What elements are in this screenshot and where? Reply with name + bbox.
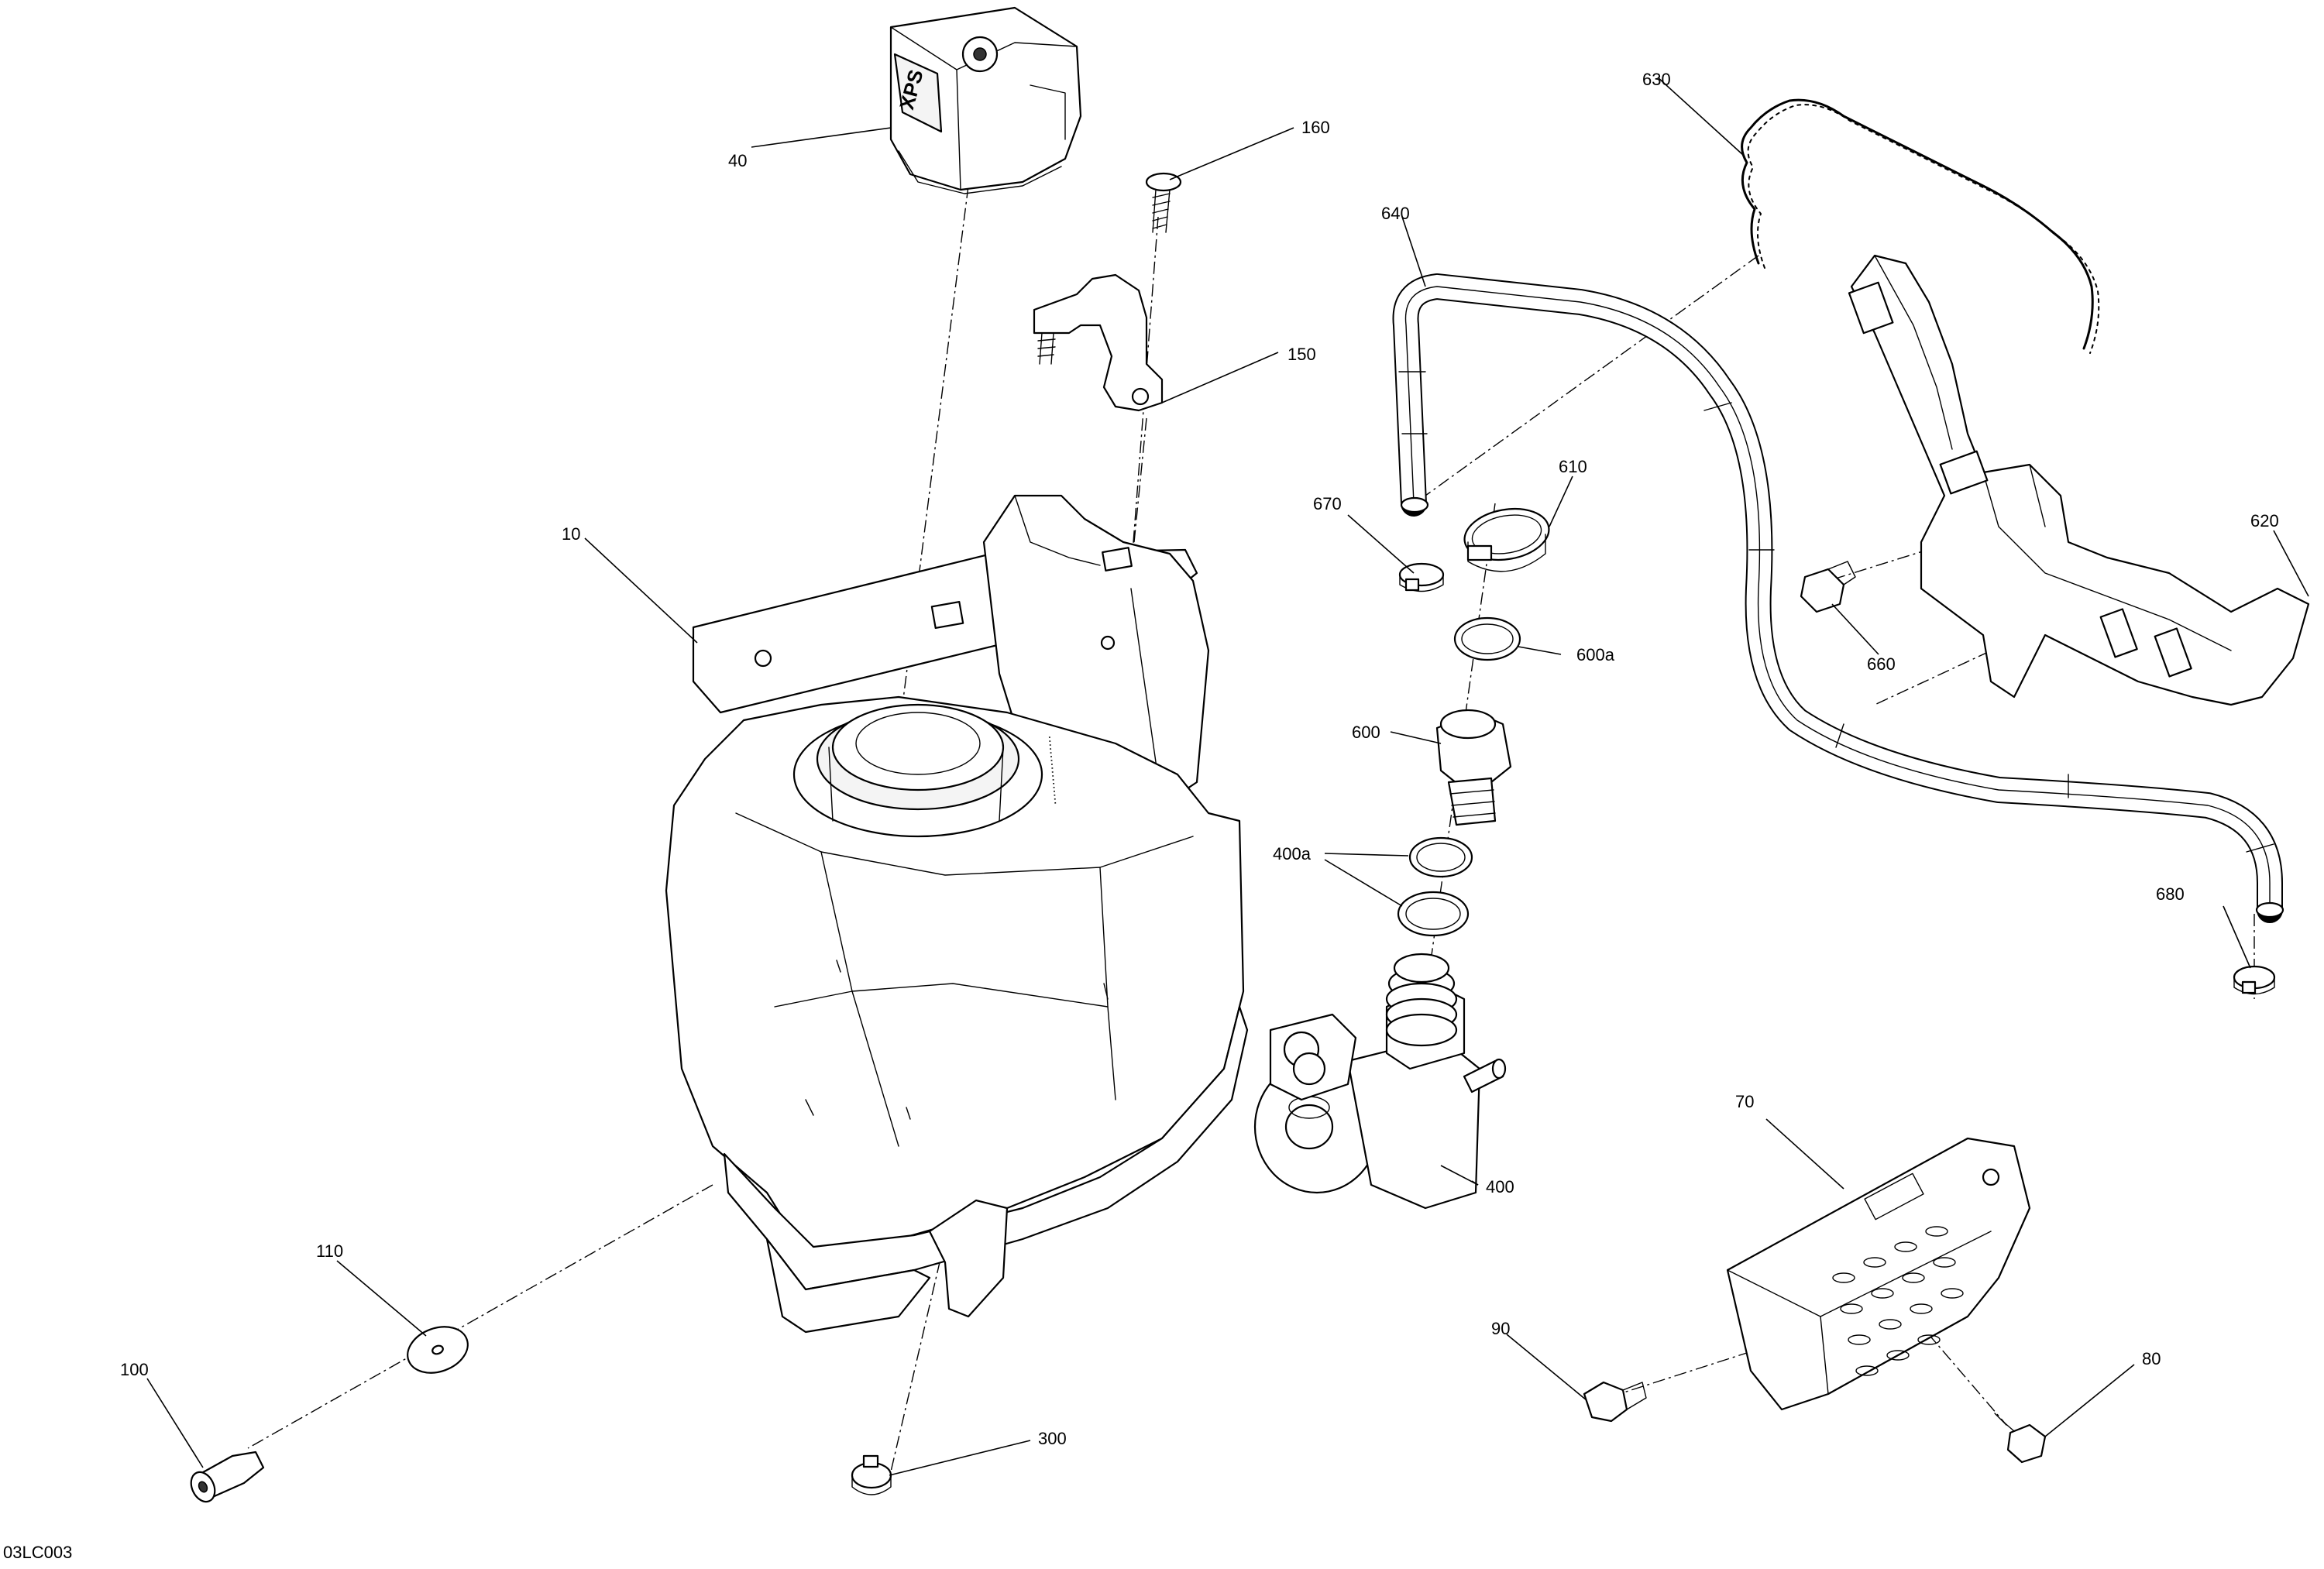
fuel-pump-400-part	[1253, 953, 1507, 1210]
bolt-660-part	[1800, 561, 1856, 613]
callout-40: 40	[728, 151, 747, 170]
callout-400a: 400a	[1273, 844, 1312, 863]
callout-610: 610	[1559, 457, 1587, 476]
callout-160: 160	[1301, 118, 1330, 137]
washer-110-part	[407, 1326, 469, 1374]
callout-labels: 40 160 150 10 640 630 610 670 600a 600 4…	[120, 70, 2279, 1448]
callout-400: 400	[1486, 1177, 1514, 1196]
spiral-wrap-630-part	[1741, 98, 2100, 354]
callout-10: 10	[562, 524, 580, 544]
o-rings-400a-part	[1397, 836, 1473, 937]
o-ring-600a-part	[1453, 616, 1521, 661]
bolt-100-part	[190, 1451, 265, 1503]
hose-clamp-680-part	[2233, 965, 2276, 995]
callout-110: 110	[316, 1241, 343, 1261]
callout-90: 90	[1491, 1319, 1510, 1338]
clamp-610-part	[1463, 507, 1550, 572]
callout-670: 670	[1313, 494, 1342, 513]
callout-620: 620	[2250, 511, 2279, 530]
fuel-hose-640-part	[1392, 273, 2284, 923]
callout-600a: 600a	[1576, 645, 1615, 664]
bolt-80-part	[1994, 1413, 2047, 1464]
hose-clamp-300-part	[851, 1454, 892, 1495]
callout-640: 640	[1381, 204, 1410, 223]
leader-lines	[146, 77, 2309, 1476]
callout-70: 70	[1735, 1092, 1754, 1111]
bolt-90-part	[1583, 1381, 1647, 1423]
reference-code: 03LC003	[3, 1543, 72, 1562]
callout-300: 300	[1038, 1429, 1067, 1448]
fuel-cap-part: XPS	[889, 6, 1082, 194]
callout-680: 680	[2156, 884, 2185, 904]
callout-660: 660	[1867, 654, 1896, 674]
callout-80: 80	[2142, 1349, 2161, 1368]
screw-160-part	[1145, 172, 1182, 233]
shield-slots	[1832, 1226, 1964, 1376]
callout-600: 600	[1352, 723, 1380, 742]
clamp-670-part	[1398, 562, 1445, 592]
fuel-tank-part: ⋯⋯⋯⋯⋯⋯	[665, 494, 1249, 1334]
heat-shield-70-part	[1726, 1137, 2031, 1411]
clamp-150-part	[1033, 273, 1164, 412]
callout-100: 100	[120, 1360, 149, 1379]
bracket-620-part	[1848, 254, 2310, 706]
callout-150: 150	[1287, 345, 1316, 364]
fitting-600-part	[1435, 709, 1512, 826]
callout-630: 630	[1642, 70, 1671, 89]
